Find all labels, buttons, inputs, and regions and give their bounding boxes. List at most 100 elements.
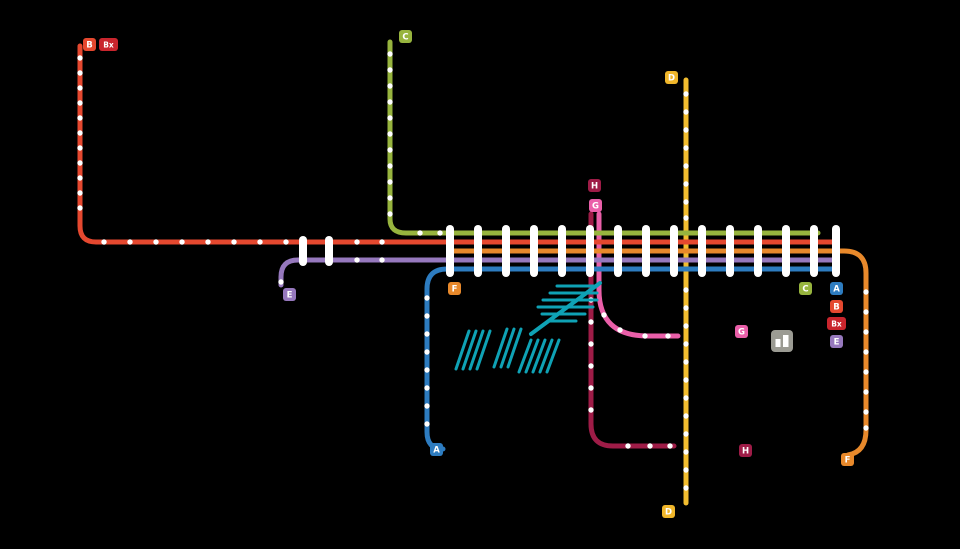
station-dot-line-C bbox=[387, 179, 393, 185]
badge-C-east-bg bbox=[799, 282, 812, 295]
station-dot-line-C bbox=[387, 211, 393, 217]
operator-logo-stroke bbox=[531, 338, 547, 374]
station-dot-line-E bbox=[379, 257, 385, 263]
badge-G-east: G bbox=[735, 325, 748, 338]
station-dot-line-G bbox=[601, 312, 607, 318]
badge-D-north: D bbox=[665, 71, 678, 84]
station-dot-line-C bbox=[437, 230, 443, 236]
badge-A-south-label: A bbox=[433, 446, 440, 456]
badge-E-west-label: E bbox=[287, 291, 293, 301]
badge-A-south-bg bbox=[430, 443, 443, 456]
badge-C-north-label: C bbox=[402, 33, 408, 43]
station-dot-line-A bbox=[424, 367, 430, 373]
station-dot-line-H bbox=[588, 341, 594, 347]
operator-logo-stroke bbox=[499, 327, 516, 369]
operator-logo-stroke bbox=[524, 338, 540, 374]
station-dot-line-G bbox=[665, 333, 671, 339]
interchange-station bbox=[502, 225, 510, 277]
station-dot-line-H bbox=[588, 319, 594, 325]
interchange-station bbox=[325, 236, 333, 266]
badge-H-east-label: H bbox=[742, 447, 749, 457]
badge-C-east: C bbox=[799, 282, 812, 295]
station-dot-line-G bbox=[642, 333, 648, 339]
station-dot-line-A bbox=[424, 403, 430, 409]
badge-Bx-east: Bx bbox=[827, 317, 846, 330]
station-dot-line-H bbox=[588, 363, 594, 369]
station-dot-line-B bbox=[101, 239, 107, 245]
station-dot-line-H bbox=[647, 443, 653, 449]
badge-E-east-label: E bbox=[834, 338, 840, 348]
station-dot-line-B bbox=[77, 130, 83, 136]
landmark-icon-bg bbox=[771, 330, 793, 352]
badge-D-south-bg bbox=[662, 505, 675, 518]
station-dot-line-D bbox=[683, 467, 689, 473]
station-dot-line-F bbox=[863, 389, 869, 395]
station-dot-line-F bbox=[863, 369, 869, 375]
station-dot-line-F bbox=[863, 425, 869, 431]
badge-B-east-label: B bbox=[833, 303, 839, 313]
operator-logo-stroke bbox=[529, 281, 602, 336]
badge-C-east-label: C bbox=[802, 285, 808, 295]
station-dot-line-C bbox=[387, 51, 393, 57]
interchange-station bbox=[754, 225, 762, 277]
station-dot-line-A bbox=[424, 385, 430, 391]
line-F bbox=[449, 248, 869, 458]
station-dot-line-D bbox=[683, 215, 689, 221]
station-dot-line-B bbox=[77, 85, 83, 91]
badge-B-east: B bbox=[830, 300, 843, 313]
station-dot-line-B bbox=[231, 239, 237, 245]
badge-G-east-bg bbox=[735, 325, 748, 338]
operator-logo-stroke bbox=[517, 338, 533, 374]
station-dot-line-A bbox=[424, 349, 430, 355]
station-dot-line-E bbox=[354, 257, 360, 263]
station-dot-line-C bbox=[417, 230, 423, 236]
operator-logo bbox=[454, 281, 602, 374]
badge-Bx-west: Bx bbox=[99, 38, 118, 51]
landmark-icon-tower bbox=[775, 339, 781, 347]
station-dot-line-B bbox=[153, 239, 159, 245]
station-dot-line-A bbox=[424, 313, 430, 319]
station-dot-line-B bbox=[77, 175, 83, 181]
station-dot-line-C bbox=[387, 131, 393, 137]
station-dot-line-A bbox=[424, 421, 430, 427]
station-dot-line-D bbox=[683, 91, 689, 97]
badge-H-north: H bbox=[588, 179, 601, 192]
badge-A-east-bg bbox=[830, 282, 843, 295]
station-dot-line-D bbox=[683, 395, 689, 401]
station-dot-line-B bbox=[283, 239, 289, 245]
badge-F-south-bg bbox=[841, 453, 854, 466]
interchange-station bbox=[558, 225, 566, 277]
station-dot-line-H bbox=[588, 407, 594, 413]
operator-logo-stroke bbox=[506, 327, 523, 369]
station-dot-line-D bbox=[683, 287, 689, 293]
interchange-station bbox=[782, 225, 790, 277]
station-dot-line-C bbox=[387, 147, 393, 153]
badge-H-north-label: H bbox=[591, 182, 598, 192]
station-dot-line-D bbox=[683, 109, 689, 115]
station-dot-line-C bbox=[387, 163, 393, 169]
station-dot-line-F bbox=[863, 309, 869, 315]
badge-F-west: F bbox=[448, 282, 461, 295]
badge-G-north-bg bbox=[589, 199, 602, 212]
station-dot-line-F bbox=[863, 289, 869, 295]
interchange-station bbox=[698, 225, 706, 277]
station-dot-line-H bbox=[625, 443, 631, 449]
station-dot-line-B bbox=[354, 239, 360, 245]
station-dot-line-D bbox=[683, 341, 689, 347]
station-dot-line-F bbox=[863, 409, 869, 415]
landmark-icon-tower bbox=[783, 335, 789, 347]
station-dot-line-A bbox=[424, 331, 430, 337]
badge-G-north-label: G bbox=[592, 202, 599, 212]
badge-F-south: F bbox=[841, 453, 854, 466]
station-dot-line-G bbox=[617, 327, 623, 333]
badge-E-west: E bbox=[283, 288, 296, 301]
landmark-icon bbox=[771, 330, 793, 352]
badge-Bx-west-bg bbox=[99, 38, 118, 51]
badge-H-east-bg bbox=[739, 444, 752, 457]
station-dot-line-D bbox=[683, 359, 689, 365]
operator-logo-stroke bbox=[538, 338, 554, 374]
station-dot-line-B bbox=[77, 160, 83, 166]
operator-logo-stroke bbox=[468, 329, 485, 371]
interchange-station bbox=[614, 225, 622, 277]
line-E bbox=[278, 257, 839, 288]
